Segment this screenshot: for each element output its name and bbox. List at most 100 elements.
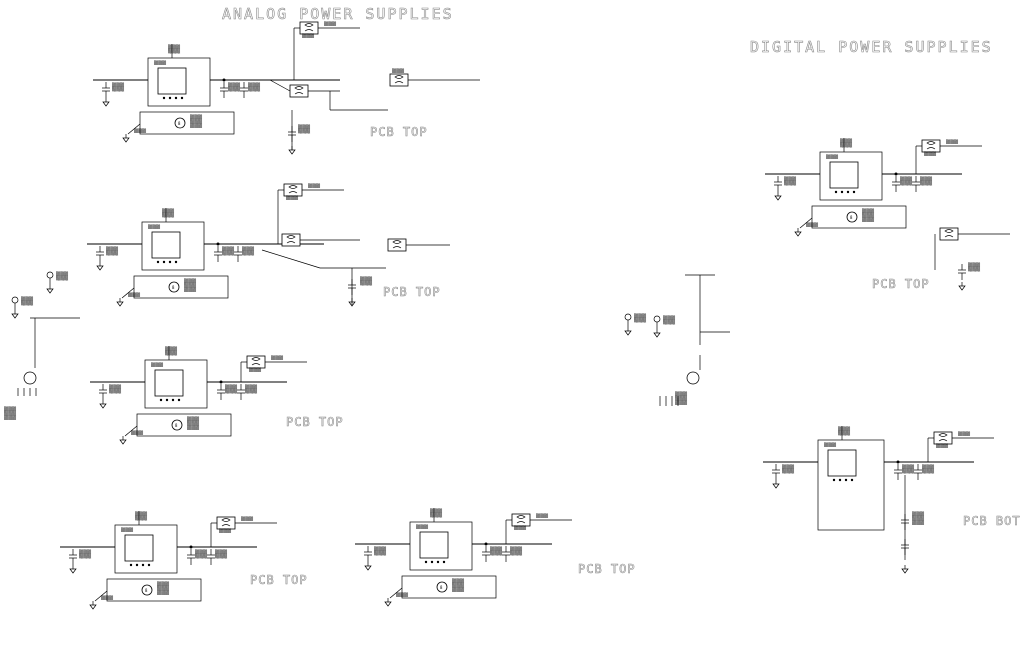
component-label: ▒▒▒▒▒ <box>245 389 258 394</box>
component-label: ▒▒▒▒▒ <box>360 281 373 286</box>
component-label: ▒▒▒▒▒ <box>912 520 925 525</box>
regulator-ic <box>151 231 181 259</box>
component-label: ▒▒▒▒▒ <box>184 278 197 283</box>
component-label: ▒▒▒▒▒ <box>675 400 688 405</box>
ground-symbol <box>11 310 19 319</box>
component-label: ▒▒▒▒▒ <box>215 549 228 554</box>
component-label: ▒▒▒▒▒ <box>151 362 164 367</box>
feedback-network <box>136 413 232 437</box>
ground-symbol <box>653 329 661 338</box>
component-label: ▒▒▒▒▒ <box>249 367 262 372</box>
junction-dot <box>189 545 193 549</box>
component-label: ▒▒▒▒▒ <box>165 346 178 351</box>
component-label: ▒▒▒▒▒ <box>248 82 261 87</box>
component-label: ▒▒▒▒▒ <box>134 128 147 133</box>
component-label: ▒▒▒▒▒ <box>784 176 797 181</box>
ferrite-bead <box>939 227 959 241</box>
regulator-circuit: ▒▒▒▒▒▒▒▒▒▒▒▒▒▒▒▒▒▒▒▒▒▒▒▒▒▒▒▒▒▒▒▒▒▒▒▒▒▒▒▒… <box>90 346 307 445</box>
capacitor <box>364 546 372 562</box>
component-label: ▒▒▒▒▒ <box>187 416 200 421</box>
analog-power-supplies-title: ANALOG POWER SUPPLIES <box>222 5 454 23</box>
component-label: ▒▒▒▒▒ <box>374 551 387 556</box>
capacitor <box>69 549 77 565</box>
component-label: ▒▒▒▒▒ <box>920 181 933 186</box>
regulator-outline <box>141 221 205 271</box>
component-label: ▒▒▒▒▒ <box>824 442 837 447</box>
component-label: ▒▒▒▒▒ <box>168 49 181 54</box>
pcb-label: PCB TOP <box>370 125 428 139</box>
component-label: ▒▒▒▒▒ <box>416 524 429 529</box>
component-label: ▒▒▒▒▒ <box>936 443 949 448</box>
component-label: ▒▒▒▒▒ <box>838 431 851 436</box>
ground-symbol <box>116 298 124 307</box>
ferrite-bead <box>246 355 266 369</box>
component-label: ▒▒▒▒▒ <box>826 154 839 159</box>
ground-symbol <box>89 601 97 610</box>
trim-pot <box>171 419 183 431</box>
input-jack: ▒▒▒▒▒▒▒▒▒▒▒▒▒▒▒ <box>4 317 80 420</box>
regulator-outline <box>144 359 208 409</box>
component-label: ▒▒▒▒▒ <box>862 208 875 213</box>
component-label: ▒▒▒▒▒ <box>920 176 933 181</box>
component-label: ▒▒▒▒▒ <box>922 469 935 474</box>
component-label: ▒▒▒▒▒ <box>271 355 284 360</box>
component-label: ▒▒▒▒▒ <box>392 68 405 73</box>
pin-dot <box>135 563 139 567</box>
component-label: ▒▒▒▒▒ <box>157 590 170 595</box>
junction-dot <box>484 542 488 546</box>
component-label: ▒▒▒▒▒ <box>4 415 17 420</box>
component-label: ▒▒▒▒▒ <box>782 464 795 469</box>
component-label: ▒▒▒▒▒ <box>324 21 337 26</box>
component-label: ▒▒▒▒▒ <box>663 315 676 320</box>
component-label: ▒▒▒▒▒ <box>135 516 148 521</box>
component-label: ▒▒▒▒▒ <box>112 87 125 92</box>
regulator-circuits: ▒▒▒▒▒ ▒▒▒▒▒ ▒▒▒▒▒ ▒▒▒▒▒ ▒▒▒▒▒ ▒▒▒▒▒ ▒▒▒▒▒ ▒▒▒▒▒… <box>60 21 1010 610</box>
component-label: ▒▒▒▒▒ <box>148 224 161 229</box>
component-label: ▒▒▒▒▒ <box>902 464 915 469</box>
ground-symbol <box>96 262 104 271</box>
ground-symbol <box>772 480 780 489</box>
regulator-ic <box>124 534 154 562</box>
component-label: ▒▒▒▒▒ <box>663 320 676 325</box>
capacitor <box>102 82 110 98</box>
component-label: ▒▒▒▒▒ <box>184 283 197 288</box>
pin-dot <box>147 563 151 567</box>
component-label: ▒▒▒▒▒ <box>862 213 875 218</box>
component-label: ▒▒▒▒▒ <box>168 44 181 49</box>
component-label: ▒▒▒▒▒ <box>106 246 119 251</box>
component-label: ▒▒▒▒▒ <box>946 139 959 144</box>
component-label: ▒▒▒▒▒ <box>968 267 981 272</box>
ferrite-bead <box>389 73 409 87</box>
component-label: 8 <box>440 585 443 590</box>
regulator-circuit: ▒▒▒▒▒▒▒▒▒▒▒▒▒▒▒▒▒▒▒▒▒▒▒▒▒▒▒▒▒▒▒▒▒▒▒▒▒▒▒▒… <box>93 21 360 143</box>
ground-symbol <box>774 192 782 201</box>
component-label: ▒▒▒▒▒ <box>838 426 851 431</box>
component-label: ▒▒▒▒▒ <box>157 581 170 586</box>
component-label: ▒▒▒▒▒ <box>675 396 688 401</box>
capacitor <box>892 176 900 192</box>
feedback-network <box>401 575 497 599</box>
feedback-network <box>106 578 202 602</box>
component-label: ▒▒▒▒▒ <box>79 554 92 559</box>
regulator-circuit: ▒▒▒▒▒▒▒▒▒▒▒▒▒▒▒▒▒▒▒▒▒▒▒▒▒▒▒▒▒▒▒▒▒▒▒▒▒▒▒▒… <box>355 508 572 607</box>
component-label: ▒▒▒▒▒ <box>184 287 197 292</box>
component-label: ▒▒▒▒▒ <box>374 546 387 551</box>
component-label: ▒▒▒▒▒ <box>109 384 122 389</box>
component-label: ▒▒▒▒▒ <box>302 33 315 38</box>
pin-dot <box>162 260 166 264</box>
component-label: ▒▒▒▒▒ <box>162 208 175 213</box>
ferrite-bead <box>283 183 303 197</box>
regulator-circuit: ▒▒▒▒▒▒▒▒▒▒▒▒▒▒▒▒▒▒▒▒▒▒▒▒▒▒▒▒▒▒▒▒▒▒▒▒▒▒▒▒… <box>763 426 994 531</box>
pin-dot <box>436 560 440 564</box>
regulator-outline <box>819 151 883 201</box>
component-label: ▒▒▒▒▒ <box>452 578 465 583</box>
pin-dot <box>177 398 181 402</box>
wire <box>269 79 291 92</box>
component-label: ▒▒▒▒▒ <box>308 183 321 188</box>
junction-dot <box>896 460 900 464</box>
regulator-outline <box>817 439 885 531</box>
junction-dot <box>222 78 226 82</box>
feedback-network <box>133 275 229 299</box>
wire <box>127 123 141 135</box>
component-label: ▒▒▒▒▒ <box>784 181 797 186</box>
